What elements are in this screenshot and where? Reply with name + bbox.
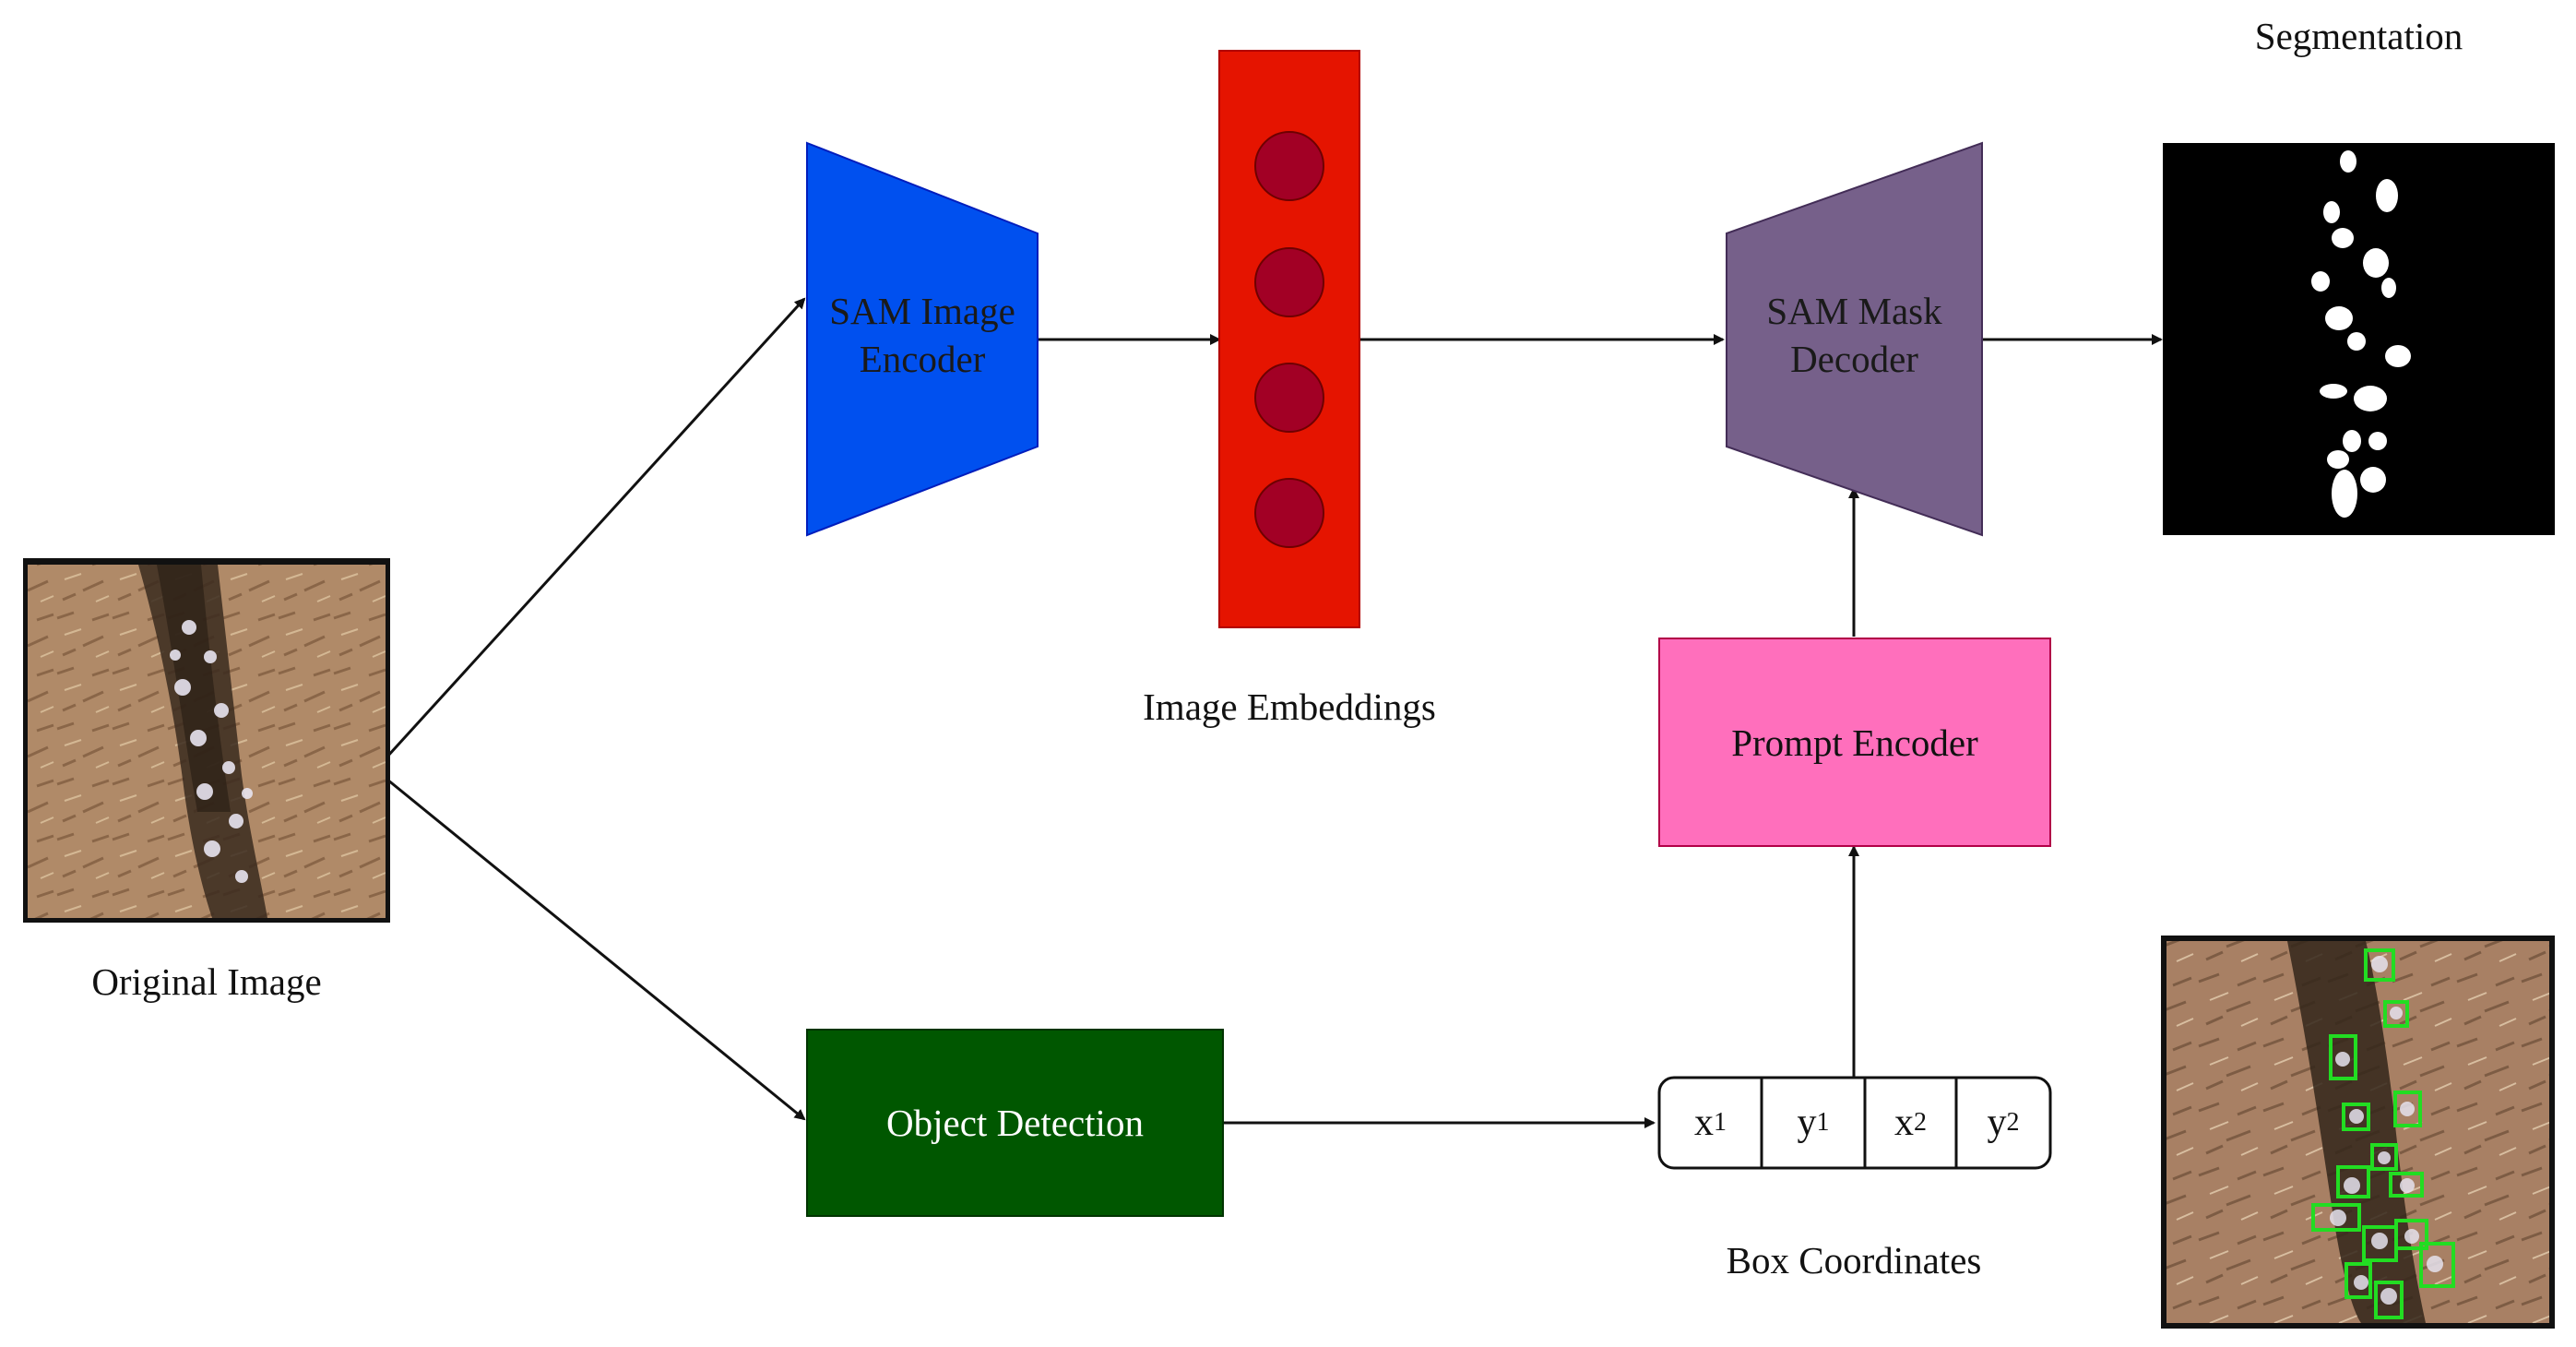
coord-var: x <box>1694 1102 1714 1144</box>
detection-box <box>2374 1281 2404 1319</box>
embedding-dot <box>1254 131 1324 201</box>
mask-decoder-line1: SAM Mask <box>1766 289 1942 332</box>
image-embeddings-caption: Image Embeddings <box>1143 685 1436 728</box>
segmentation-mask-thumbnail <box>2163 143 2555 535</box>
embedding-dot <box>1254 478 1324 548</box>
image-encoder-label: SAM Image Encoder <box>807 277 1038 392</box>
detection-box <box>2383 1000 2409 1028</box>
edge-image-to-encoder <box>386 297 806 758</box>
detection-box <box>2311 1203 2361 1232</box>
image-embeddings-shape <box>1218 50 1360 628</box>
image-encoder-shape <box>806 141 1039 537</box>
detection-box <box>2345 1262 2372 1299</box>
coord-var: y <box>1987 1102 2007 1144</box>
embedding-dot <box>1254 247 1324 317</box>
detection-box <box>2389 1172 2424 1198</box>
coord-var: y <box>1797 1102 1817 1144</box>
mask-decoder-line2: Decoder <box>1790 337 1918 380</box>
field-photo-thumbnail <box>23 558 390 923</box>
coord-var: x <box>1894 1102 1914 1144</box>
prompt-encoder-label: Prompt Encoder <box>1731 721 1978 764</box>
image-encoder-line1: SAM Image <box>829 289 1015 332</box>
detection-box <box>2393 1091 2422 1127</box>
detection-box <box>2329 1034 2357 1080</box>
detection-result-thumbnail <box>2161 936 2555 1329</box>
box-coordinates-shape <box>1657 1076 2052 1170</box>
detection-box <box>2336 1165 2370 1198</box>
edge-image-to-detection <box>386 778 806 1121</box>
box-coordinates-caption: Box Coordinates <box>1726 1239 1982 1281</box>
detection-box <box>2419 1242 2455 1288</box>
connectors <box>386 297 2163 1128</box>
object-detection-label: Object Detection <box>886 1102 1144 1144</box>
detection-box <box>2370 1143 2398 1171</box>
coord-sub: 2 <box>2006 1108 2020 1137</box>
object-detection-shape <box>806 1029 1224 1217</box>
mask-decoder-label: SAM Mask Decoder <box>1727 277 1982 392</box>
mask-decoder-shape <box>1726 141 1983 537</box>
coord-sub: 2 <box>1914 1108 1927 1137</box>
detection-box <box>2394 1219 2428 1250</box>
image-encoder-line2: Encoder <box>859 337 986 380</box>
coord-sub: 1 <box>1714 1108 1727 1137</box>
segmentation-caption: Segmentation <box>2254 15 2463 57</box>
prompt-encoder-shape <box>1658 638 2051 847</box>
coord-sub: 1 <box>1816 1108 1830 1137</box>
embedding-dot <box>1254 363 1324 433</box>
detection-box <box>2364 948 2395 982</box>
original-image-caption: Original Image <box>91 960 322 1003</box>
detection-box <box>2342 1103 2370 1131</box>
